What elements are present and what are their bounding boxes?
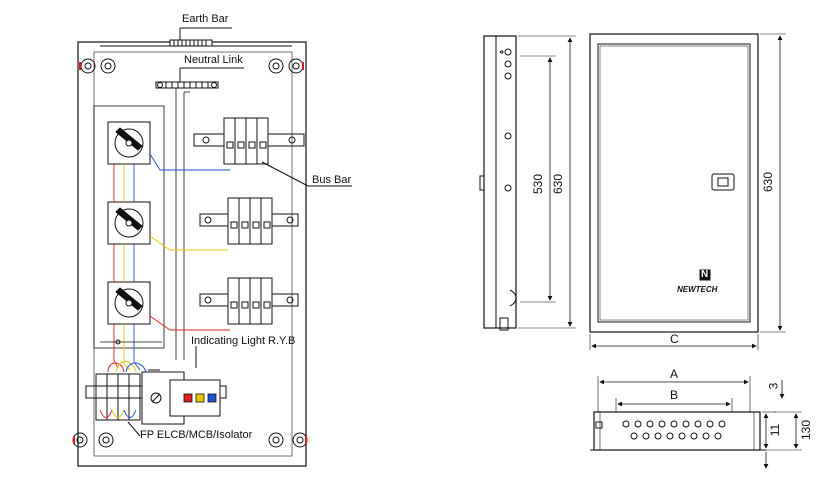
fp-elcb-block bbox=[85, 369, 227, 425]
mount-hole-br bbox=[268, 432, 308, 448]
earth-bar bbox=[169, 39, 213, 47]
panel-internal-view bbox=[72, 27, 352, 467]
rotary-switch-2 bbox=[107, 201, 151, 245]
indicator-lights bbox=[183, 393, 217, 403]
knockout-row-1 bbox=[622, 420, 726, 428]
label-earth-bar: Earth Bar bbox=[182, 13, 229, 25]
brand-name: NEWTECH bbox=[677, 285, 718, 294]
dim-side-630: 630 bbox=[551, 173, 566, 195]
label-fp-elcb: FP ELCB/MCB/Isolator bbox=[140, 429, 253, 441]
dim-front-c: C bbox=[670, 332, 679, 346]
top-view bbox=[590, 376, 802, 469]
bus-bar-2 bbox=[199, 197, 299, 245]
mount-hole-tl bbox=[80, 58, 116, 74]
rotary-switch-1 bbox=[107, 121, 151, 165]
dim-top-130: 130 bbox=[799, 419, 814, 441]
dim-top-3: 3 bbox=[766, 382, 781, 390]
brand-logo-mark: N bbox=[701, 269, 709, 280]
front-view bbox=[589, 33, 786, 350]
mount-hole-tr bbox=[268, 58, 304, 74]
dim-top-a: A bbox=[670, 367, 679, 381]
dim-front-630: 630 bbox=[761, 171, 776, 193]
rotary-switch-3 bbox=[107, 281, 151, 325]
mount-hole-bl bbox=[72, 432, 114, 448]
dim-side-530: 530 bbox=[531, 173, 546, 195]
knockout-row-2 bbox=[630, 432, 722, 440]
neutral-link bbox=[155, 81, 219, 89]
bus-bar-1 bbox=[193, 117, 305, 165]
dim-top-b: B bbox=[670, 388, 679, 402]
bus-bar-3 bbox=[199, 277, 299, 325]
dim-top-11: 11 bbox=[768, 423, 783, 437]
label-bus-bar: Bus Bar bbox=[312, 174, 352, 186]
side-view bbox=[479, 35, 576, 331]
label-indicating-light: Indicating Light R.Y.B bbox=[191, 335, 296, 347]
label-neutral-link: Neutral Link bbox=[184, 54, 243, 66]
